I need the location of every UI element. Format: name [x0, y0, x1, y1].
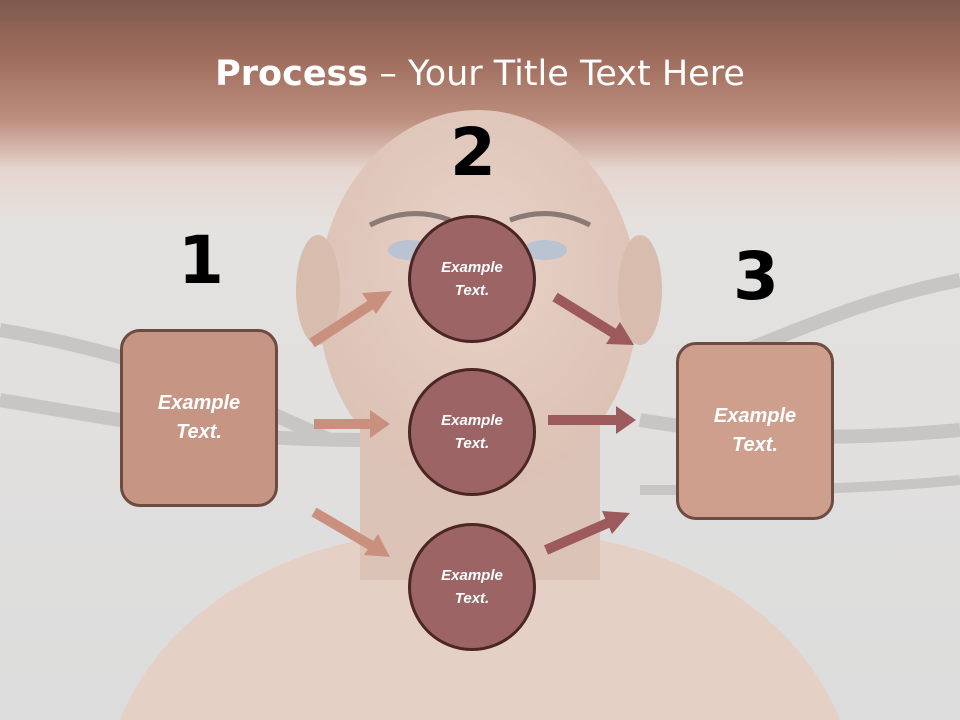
arrow-right-down [552, 292, 634, 345]
arrow-right-middle [548, 406, 636, 434]
arrow-left-up [309, 291, 392, 348]
step-number-1: 1 [178, 222, 224, 299]
circle-bottom-text: Example Text. [441, 567, 503, 607]
arrow-left-middle [314, 410, 390, 438]
step-number-3: 3 [733, 238, 779, 315]
right-box: Example Text. [676, 342, 834, 520]
slide-title: Process – Your Title Text Here [0, 52, 960, 96]
circle-top-text: Example Text. [441, 259, 503, 299]
right-box-text: Example Text. [713, 405, 797, 456]
title-bold: Process [215, 54, 369, 94]
left-box-text: Example Text. [157, 392, 241, 443]
circle-bottom: Example Text. [408, 523, 536, 651]
left-box: Example Text. [120, 329, 278, 507]
circle-middle: Example Text. [408, 368, 536, 496]
step-number-2: 2 [450, 114, 496, 191]
arrow-left-down [311, 507, 390, 557]
circle-top: Example Text. [408, 215, 536, 343]
title-rest: – Your Title Text Here [368, 54, 745, 94]
arrow-right-up [543, 511, 630, 555]
circle-middle-text: Example Text. [441, 412, 503, 452]
